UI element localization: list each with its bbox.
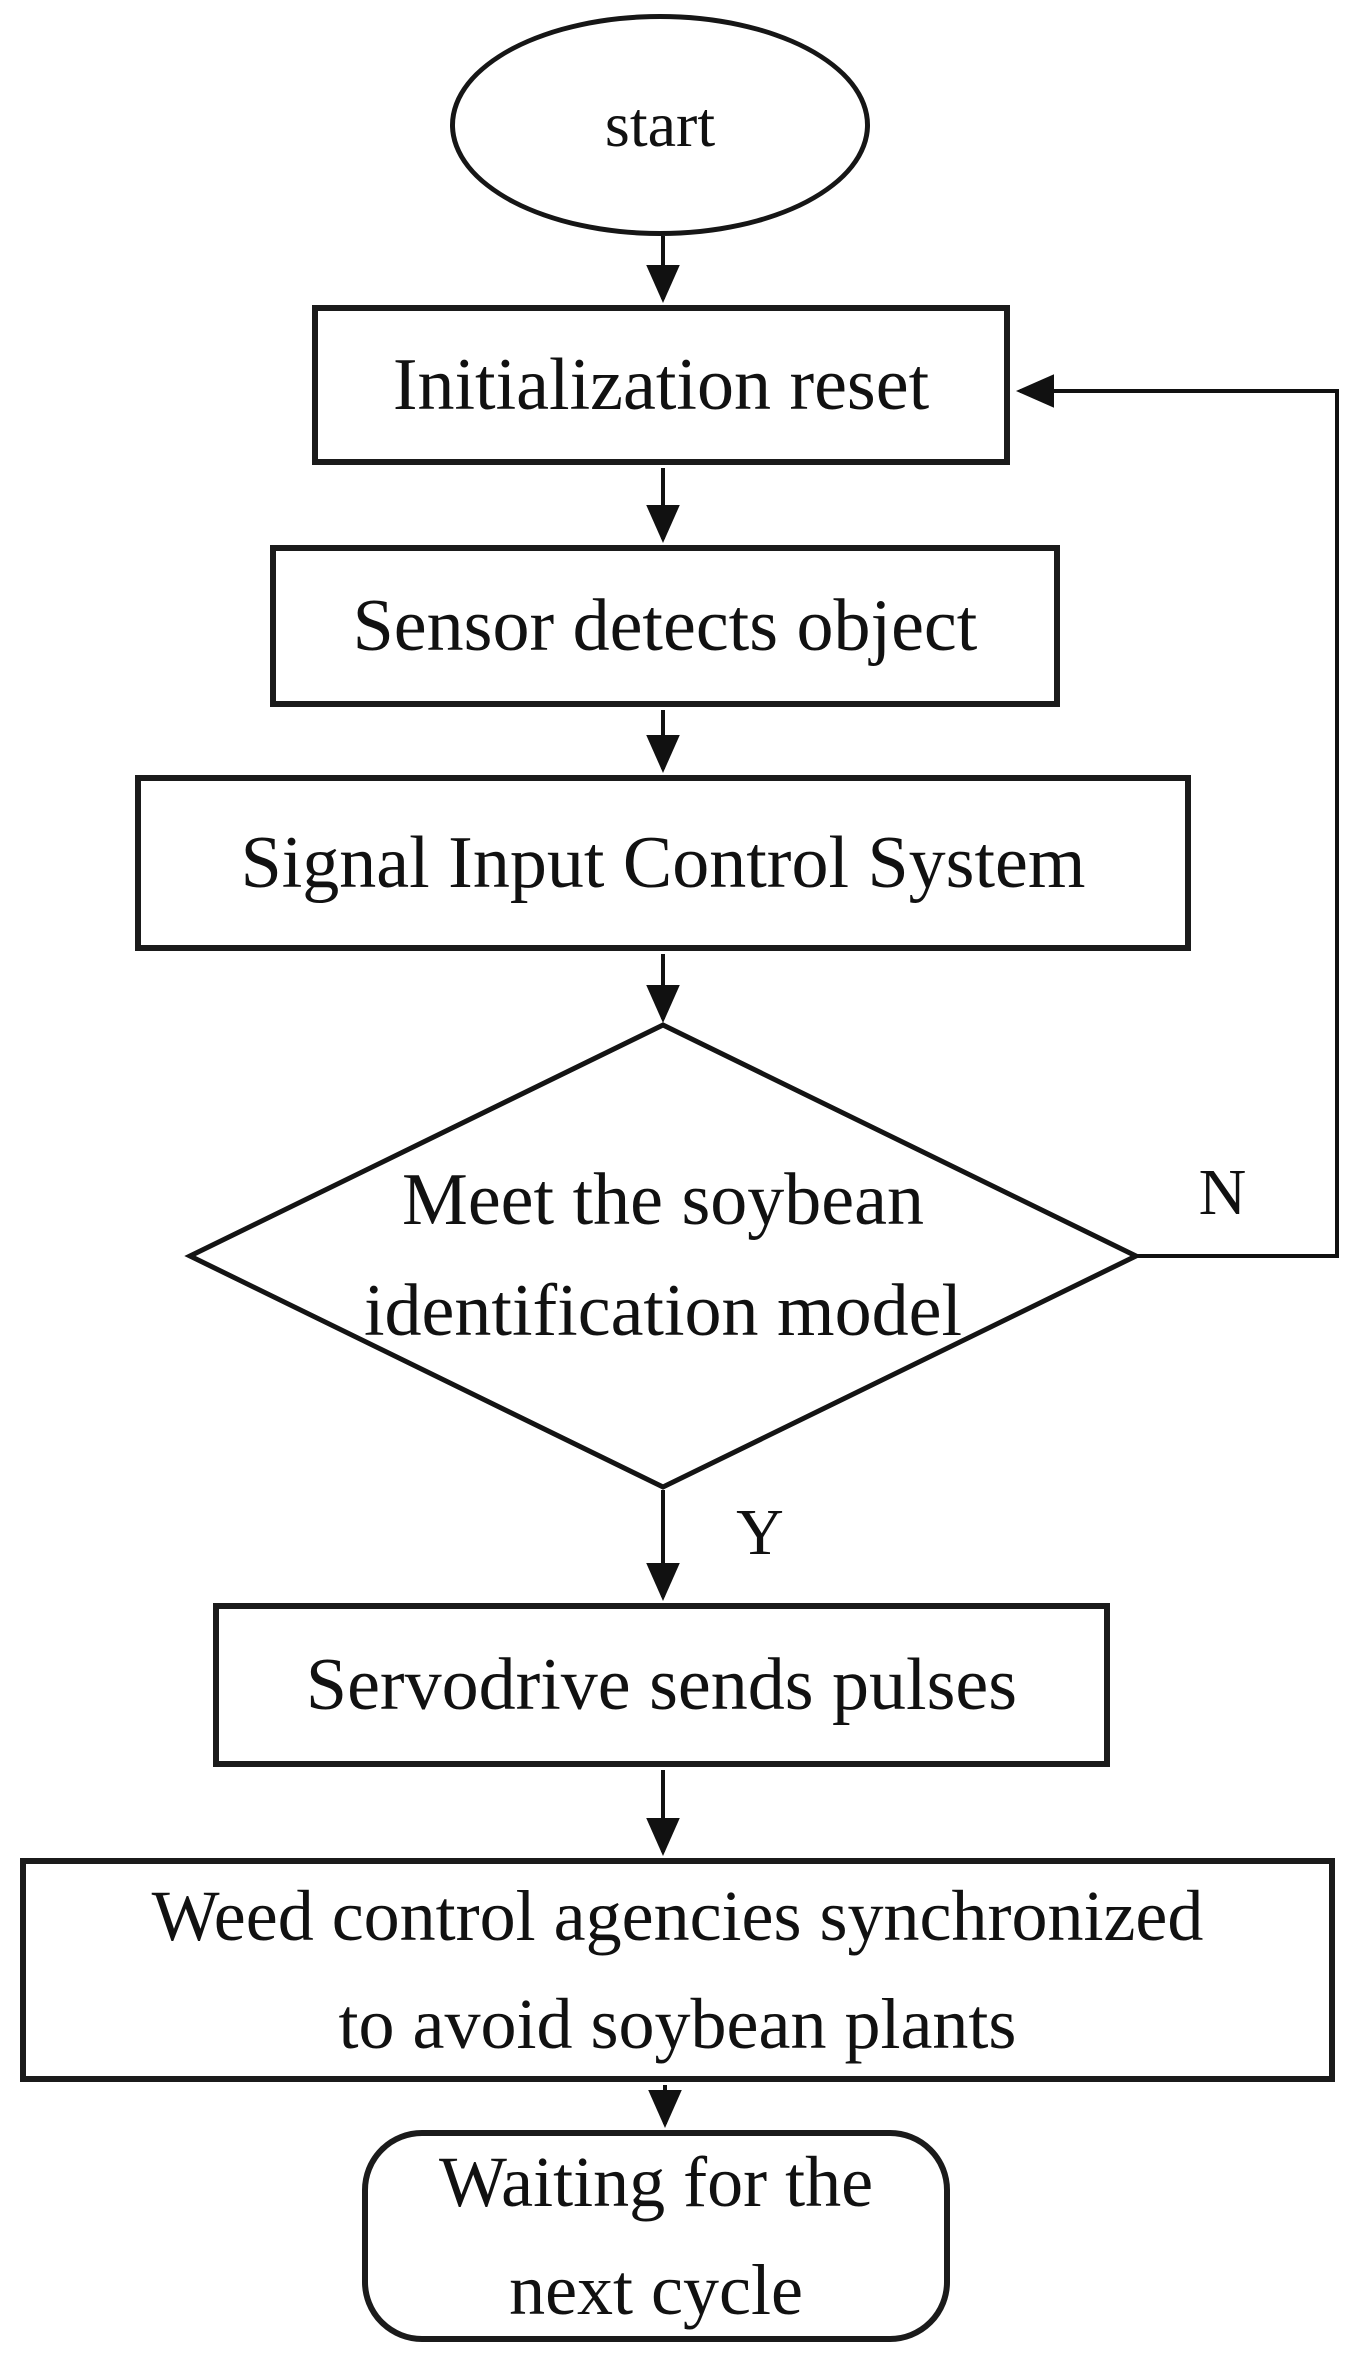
edge-decision-init-no-loop: [1016, 374, 1339, 1258]
flowchart-node-decision-label: Meet the soybean identification model: [215, 1140, 1111, 1372]
node-label-initialization-reset: Initialization reset: [392, 343, 930, 426]
wait-label-line1: Waiting for the: [438, 2142, 874, 2222]
flowchart-node-start: start: [450, 14, 870, 236]
flowchart-node-waiting-next-cycle: Waiting for the next cycle: [362, 2130, 950, 2342]
flowchart-node-weed-control-agencies: Weed control agencies synchronized to av…: [20, 1858, 1335, 2082]
node-label-signal-input-control-system: Signal Input Control System: [240, 821, 1086, 904]
weed-label-line1: Weed control agencies synchronized: [151, 1876, 1204, 1956]
node-label-sensor-detects-object: Sensor detects object: [352, 584, 978, 667]
edge-label-yes: Y: [736, 1496, 784, 1569]
node-label-start: start: [604, 89, 716, 160]
flowchart-node-servodrive-sends-pulses: Servodrive sends pulses: [213, 1603, 1110, 1767]
node-label-servodrive-sends-pulses: Servodrive sends pulses: [305, 1643, 1018, 1726]
decision-diamond-shape: [184, 1022, 1142, 1490]
wait-label-line2: next cycle: [509, 2250, 803, 2330]
weed-label-line2: to avoid soybean plants: [338, 1984, 1017, 2064]
decision-label-line2: identification model: [364, 1270, 962, 1352]
flowchart-node-signal-input-control-system: Signal Input Control System: [135, 775, 1191, 951]
flowchart-node-initialization-reset: Initialization reset: [312, 305, 1010, 465]
flowchart-node-sensor-detects-object: Sensor detects object: [270, 545, 1060, 707]
decision-label-line1: Meet the soybean: [402, 1159, 924, 1241]
edge-label-no: N: [1198, 1156, 1247, 1229]
